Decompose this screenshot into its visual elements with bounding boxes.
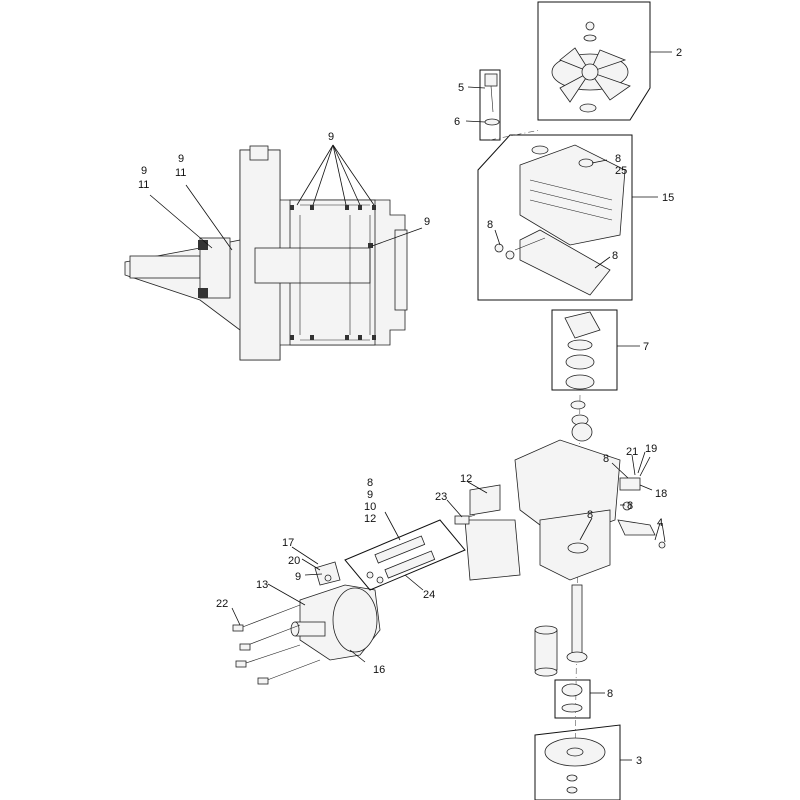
callout-3: 3 <box>636 755 642 767</box>
callout-13: 13 <box>256 579 268 591</box>
callout-8-center: 8 <box>587 509 593 521</box>
callout-8-left: 8 <box>487 219 493 231</box>
callout-9-stack: 9 <box>367 489 373 501</box>
housing-assembly <box>477 134 658 301</box>
callout-8-side: 8 <box>627 500 633 512</box>
callout-6: 6 <box>454 116 460 128</box>
callout-9-inner: 9 <box>178 153 184 165</box>
callout-19: 19 <box>645 443 657 455</box>
callout-24: 24 <box>423 589 435 601</box>
callout-5: 5 <box>458 82 464 94</box>
callout-9-outer: 9 <box>141 165 147 177</box>
callout-12-stack: 12 <box>364 513 376 525</box>
callout-16: 16 <box>373 664 385 676</box>
callout-9-motor: 9 <box>295 571 301 583</box>
callout-2: 2 <box>676 47 682 59</box>
callout-17: 17 <box>282 537 294 549</box>
fill-cap-parts <box>465 69 541 141</box>
callout-21: 21 <box>626 446 638 458</box>
callout-20: 20 <box>288 555 300 567</box>
callout-8-cap: 8 <box>615 153 621 165</box>
callout-22: 22 <box>216 598 228 610</box>
callout-4: 4 <box>657 517 663 529</box>
lower-bearing <box>554 679 605 719</box>
piston-set <box>344 511 466 591</box>
callout-8-gasket: 8 <box>612 250 618 262</box>
callout-15: 15 <box>662 192 674 204</box>
callout-9-top: 9 <box>328 131 334 143</box>
bearing-set <box>551 309 640 391</box>
callout-7: 7 <box>643 341 649 353</box>
callout-8-valve: 8 <box>603 453 609 465</box>
callout-8-stack: 8 <box>367 477 373 489</box>
callout-11-inner: 11 <box>175 167 186 179</box>
fan-assembly <box>537 1 672 121</box>
callout-12-top: 12 <box>460 473 472 485</box>
center-block-assembly <box>514 394 666 761</box>
pulley-assembly <box>534 724 632 800</box>
callout-10-stack: 10 <box>364 501 376 513</box>
transmission-cross-section <box>124 145 408 361</box>
callout-25: 25 <box>615 165 627 177</box>
callout-11-outer: 11 <box>138 179 149 191</box>
leader-lines <box>149 144 666 663</box>
motor-assembly <box>232 484 521 685</box>
callout-18: 18 <box>655 488 667 500</box>
callout-labels: 2 5 6 8 25 15 8 8 9 9 11 9 11 9 7 8 21 1… <box>138 47 682 767</box>
callout-8-bearing: 8 <box>607 688 613 700</box>
callout-23: 23 <box>435 491 447 503</box>
callout-9-right: 9 <box>424 216 430 228</box>
